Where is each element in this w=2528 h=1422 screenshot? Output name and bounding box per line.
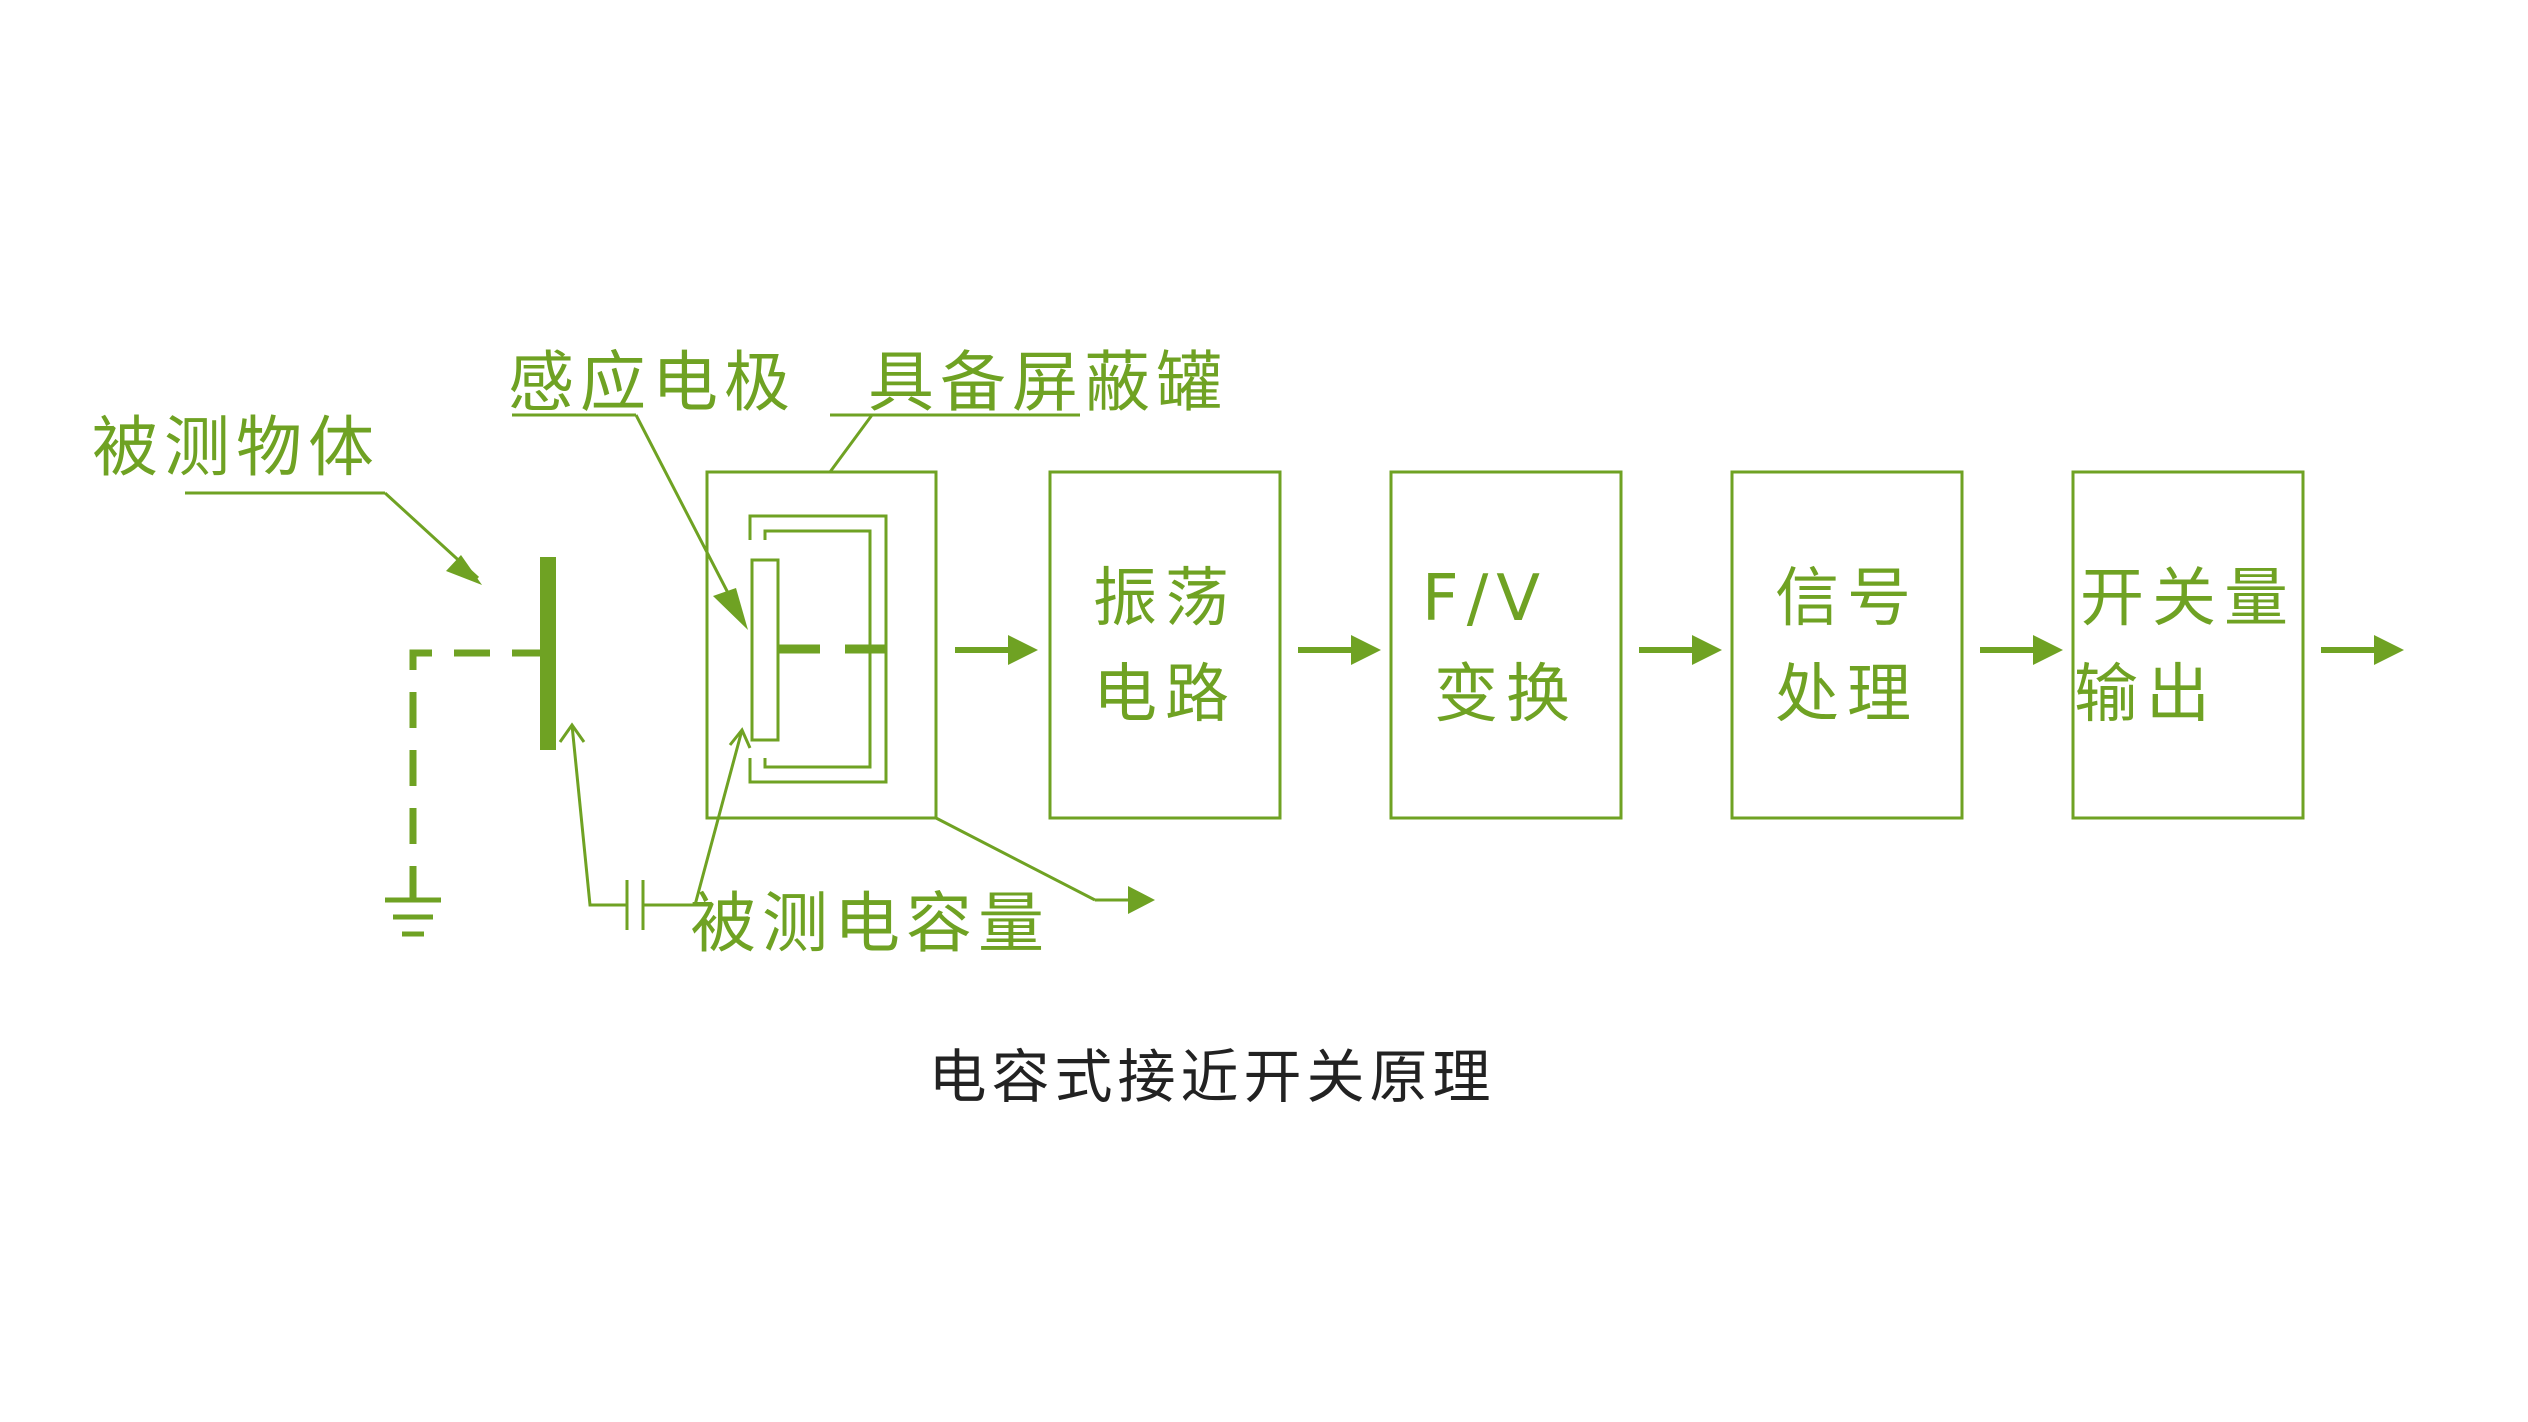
- ground-icon: [385, 897, 441, 937]
- block-fv-box: [1389, 470, 1623, 820]
- flow-arrow-2: [1298, 635, 1381, 665]
- measured-object-leader: [185, 491, 482, 585]
- ground-dashed-wire: [409, 649, 548, 900]
- block-signal-line2: 处理: [1775, 658, 1919, 732]
- block-oscillator-box: [1048, 470, 1282, 820]
- block-oscillator-line1: 振荡: [1093, 562, 1237, 636]
- block-fv-line2: 变换: [1434, 658, 1578, 732]
- capacitance-leaders: [558, 722, 752, 930]
- block-signal-box: [1730, 470, 1964, 820]
- label-sensing-electrode: 感应电极: [508, 344, 796, 421]
- shield-can-leader: [828, 413, 1080, 473]
- flow-arrow-4: [1980, 635, 2063, 665]
- block-switch-line2: 输出: [2074, 658, 2218, 732]
- block-switch-line1: 开关量: [2080, 562, 2296, 636]
- block-fv-line1: F/V: [1422, 562, 1548, 636]
- block-signal-line1: 信号: [1775, 562, 1919, 636]
- sensing-electrode-leader: [512, 413, 748, 630]
- block-switch-box: [2071, 470, 2305, 820]
- shield-can-box: [705, 470, 938, 820]
- flow-arrow-1: [955, 635, 1038, 665]
- diagram-caption: 电容式接近开关原理: [928, 1043, 1495, 1111]
- label-shield-can: 具备屏蔽罐: [868, 344, 1228, 421]
- flow-arrow-3: [1639, 635, 1722, 665]
- block-oscillator-line2: 电路: [1093, 658, 1237, 732]
- label-measured-capacitance: 被测电容量: [690, 885, 1050, 962]
- flow-arrow-output: [2321, 635, 2404, 665]
- label-measured-object: 被测物体: [92, 409, 380, 486]
- shield-output-arrow: [935, 816, 1155, 914]
- sensing-electrode: [750, 558, 780, 742]
